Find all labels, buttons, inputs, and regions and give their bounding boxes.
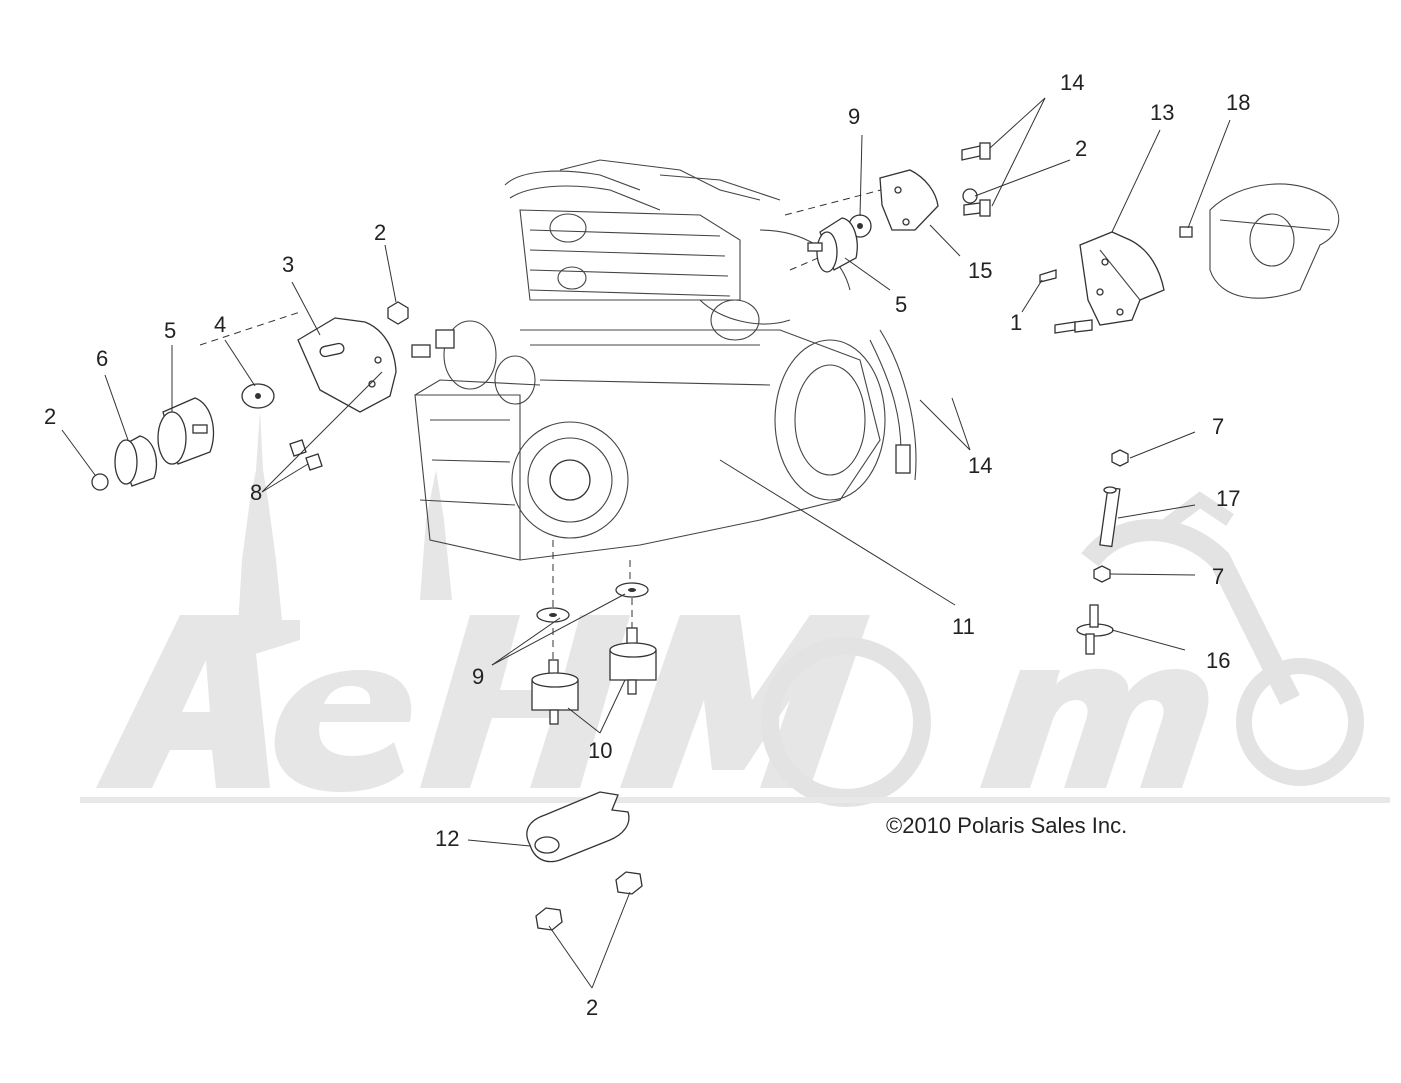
callout-16: 16 [1206,648,1230,673]
nut-2d [535,907,563,931]
bolt-8b [305,453,323,471]
engine-block [411,159,917,561]
nut-7a [1111,449,1129,467]
callout-14: 14 [968,453,992,478]
copyright-notice: ©2010 Polaris Sales Inc. [886,813,1127,838]
callout-1: 1 [1010,310,1022,335]
callout-4: 4 [214,312,226,337]
callout-7: 7 [1212,414,1224,439]
callout-17: 17 [1216,486,1240,511]
bottom-mounts [531,540,657,725]
drive-housing [1209,183,1340,299]
callout-9: 9 [848,104,860,129]
callout-2: 2 [1075,136,1087,161]
watermark-letter [420,615,630,788]
callout-10: 10 [588,738,612,763]
callout-labels: 14 9 2 13 18 15 5 1 2 3 5 6 4 2 8 14 7 1… [44,70,1250,1020]
stud-assembly [1076,449,1129,655]
callout-13: 13 [1150,100,1174,125]
watermark-letter [980,668,1209,788]
callout-2: 2 [586,995,598,1020]
nut-2e [615,871,643,895]
nut-7b [1093,565,1111,583]
watermark-logo [80,410,1390,807]
callout-2: 2 [44,404,56,429]
callout-6: 6 [96,346,108,371]
side-mount-plate [1039,183,1340,334]
mount-plate-3 [297,317,397,413]
bolt-8a [289,439,307,457]
bolt-1 [1039,269,1057,283]
mount-bracket-15 [879,169,939,231]
callout-9: 9 [472,664,484,689]
callout-3: 3 [282,252,294,277]
nut-2c [91,473,109,491]
callout-8: 8 [250,480,262,505]
bolt-14a [961,145,981,161]
callout-12: 12 [435,826,459,851]
nut-2a [962,188,978,204]
mount-plate-13 [1079,231,1165,326]
nut-2b [387,301,409,325]
bottom-plate-assembly [526,791,643,931]
left-mount-assembly [91,301,409,491]
bolt-18 [1179,226,1193,238]
damper-10a [531,659,579,725]
leader-lines [61,97,1231,989]
watermark-letter [274,670,412,792]
callout-15: 15 [968,258,992,283]
callout-5: 5 [895,292,907,317]
damper-10b [609,627,657,695]
callout-18: 18 [1226,90,1250,115]
bolt-14b [963,202,981,216]
callout-14: 14 [1060,70,1084,95]
callout-11: 11 [952,614,975,639]
callout-2: 2 [374,220,386,245]
watermark-letter [96,615,270,788]
callout-7: 7 [1212,564,1224,589]
front-mount-assembly [784,142,991,273]
callout-5: 5 [164,318,176,343]
